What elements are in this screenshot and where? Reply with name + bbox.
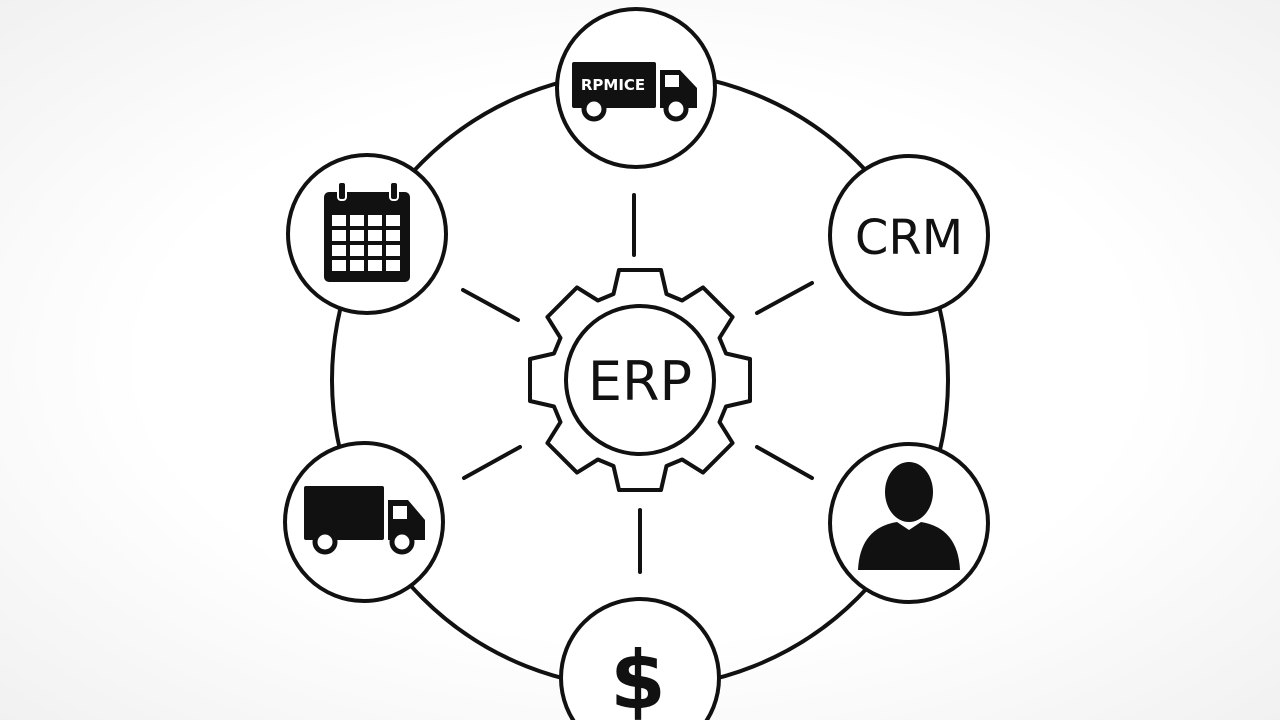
calendar-cell — [386, 230, 400, 241]
user-icon — [858, 462, 960, 570]
calendar-cell — [332, 260, 346, 271]
hub-label: ERP — [588, 350, 692, 413]
node-truck — [283, 441, 445, 603]
calendar-cell — [386, 245, 400, 256]
node-dollar: $ — [559, 597, 721, 725]
calendar-cell — [368, 230, 382, 241]
spokes — [461, 193, 814, 574]
node-top: RPMICE — [555, 7, 717, 169]
truck-icon — [304, 486, 425, 555]
calendar-cell — [368, 215, 382, 226]
spoke-upper-right — [755, 281, 814, 315]
calendar-cell — [350, 245, 364, 256]
node-crm: CRM — [828, 154, 990, 316]
spoke-lower-right — [755, 445, 814, 480]
node-calendar — [286, 153, 448, 315]
calendar-cell — [332, 215, 346, 226]
spoke-lower-left — [462, 445, 522, 480]
dollar-icon: $ — [610, 634, 666, 720]
calendar-icon — [324, 181, 410, 282]
calendar-cell — [332, 245, 346, 256]
truck-text: RPMICE — [581, 76, 645, 94]
spoke-upper-left — [461, 288, 520, 322]
node-crm-circle — [828, 154, 990, 316]
calendar-cell — [350, 230, 364, 241]
hub-inner-circle — [564, 304, 716, 456]
calendar-cell — [350, 215, 364, 226]
calendar-cell — [386, 215, 400, 226]
node-user — [828, 442, 990, 604]
calendar-cell — [332, 230, 346, 241]
crm-label: CRM — [855, 210, 963, 266]
erp-hub: ERP — [528, 268, 752, 492]
delivery-truck-icon: RPMICE — [572, 62, 697, 122]
calendar-cell — [386, 260, 400, 271]
calendar-grid — [332, 215, 400, 271]
calendar-cell — [368, 260, 382, 271]
calendar-cell — [350, 260, 364, 271]
calendar-cell — [368, 245, 382, 256]
node-dollar-circle — [559, 597, 721, 725]
